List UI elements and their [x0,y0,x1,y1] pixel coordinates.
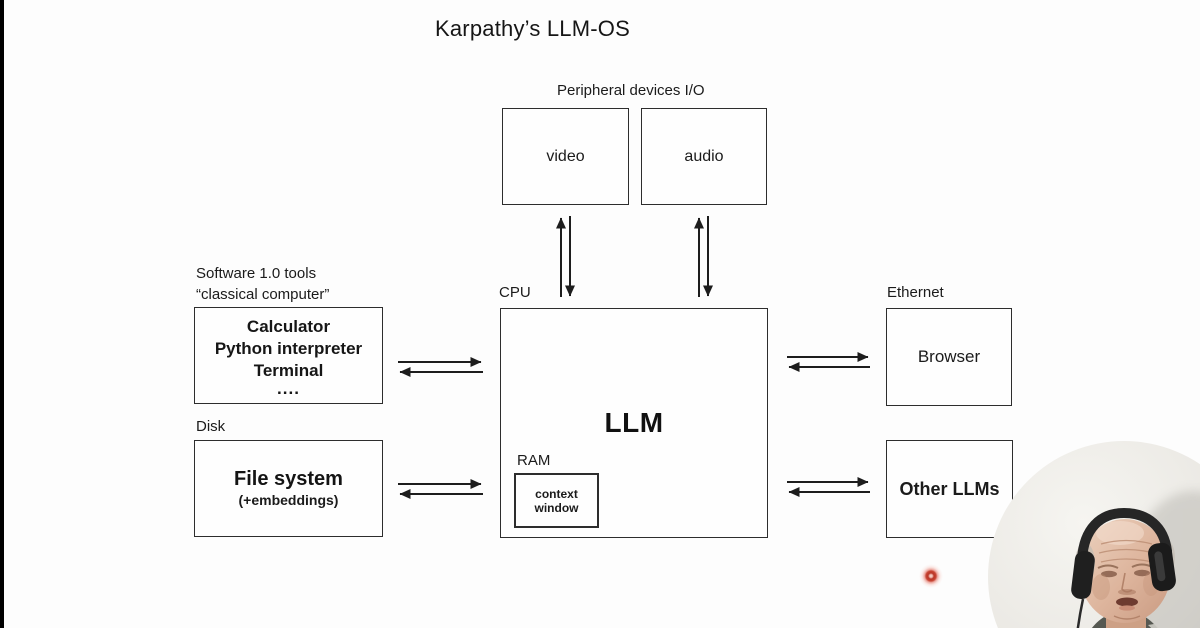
head-highlight [1096,521,1144,545]
arrow-cpu-browser [787,352,870,372]
audio-label: audio [684,147,724,165]
box-file-system: File system (+embeddings) [194,440,383,537]
arrow-disk-cpu [398,479,483,499]
arrow-audio-cpu [694,216,713,297]
ear-cup-left [1071,550,1095,600]
headphone-band [1077,507,1172,564]
ear-cup-highlight [1154,551,1166,582]
arrow-cpu-other-llms [787,477,870,497]
box-software-tools: Calculator Python interpreter Terminal .… [194,307,383,404]
headphone-cable [1076,598,1085,628]
box-cpu-llm: LLM context window [500,308,768,538]
tool-item-ellipsis: .... [277,378,300,398]
software-tools-line1: Software 1.0 tools [196,265,317,282]
letterbox-bar-left [0,0,4,628]
label-disk: Disk [196,418,226,435]
lower-lip [1119,605,1135,611]
file-system-title: File system [234,468,343,490]
other-llms-label: Other LLMs [899,478,1000,499]
tool-item-python-interpreter: Python interpreter [214,338,363,358]
software-tools-line2: “classical computer” [196,286,330,303]
label-peripheral-devices: Peripheral devices I/O [557,82,705,99]
video-label: video [546,147,585,165]
arrow-tools-cpu [398,357,483,377]
presenter-video [988,441,1200,628]
browser-label: Browser [917,347,981,366]
slide-title: Karpathy’s LLM-OS [435,16,630,41]
presenter-mouth [1116,597,1138,607]
tool-item-calculator: Calculator [246,316,331,336]
headphones [1071,507,1176,628]
label-software-tools: Software 1.0 tools “classical computer” [196,263,329,305]
label-ethernet: Ethernet [887,284,944,301]
presenter-eyes [1097,563,1153,578]
box-other-llms: Other LLMs [886,440,1013,538]
presenter-head [1079,519,1171,623]
webcam-overlay [988,441,1200,628]
box-context-window: context window [514,473,599,528]
box-video: video [502,108,629,205]
label-cpu: CPU [499,284,531,301]
arrow-video-cpu [556,216,575,297]
cheek-left [1092,574,1110,600]
tool-item-terminal: Terminal [253,360,324,380]
box-audio: audio [641,108,767,205]
box-browser: Browser [886,308,1012,406]
chin-crease [1113,615,1141,620]
label-ram: RAM [517,452,551,469]
shirt-collar [1148,624,1159,628]
nose-shadow [1118,589,1136,595]
laser-pointer-dot [919,564,943,588]
llm-label: LLM [604,407,664,438]
file-system-subtitle: (+embeddings) [238,492,339,508]
context-window-label: context window [534,486,579,515]
